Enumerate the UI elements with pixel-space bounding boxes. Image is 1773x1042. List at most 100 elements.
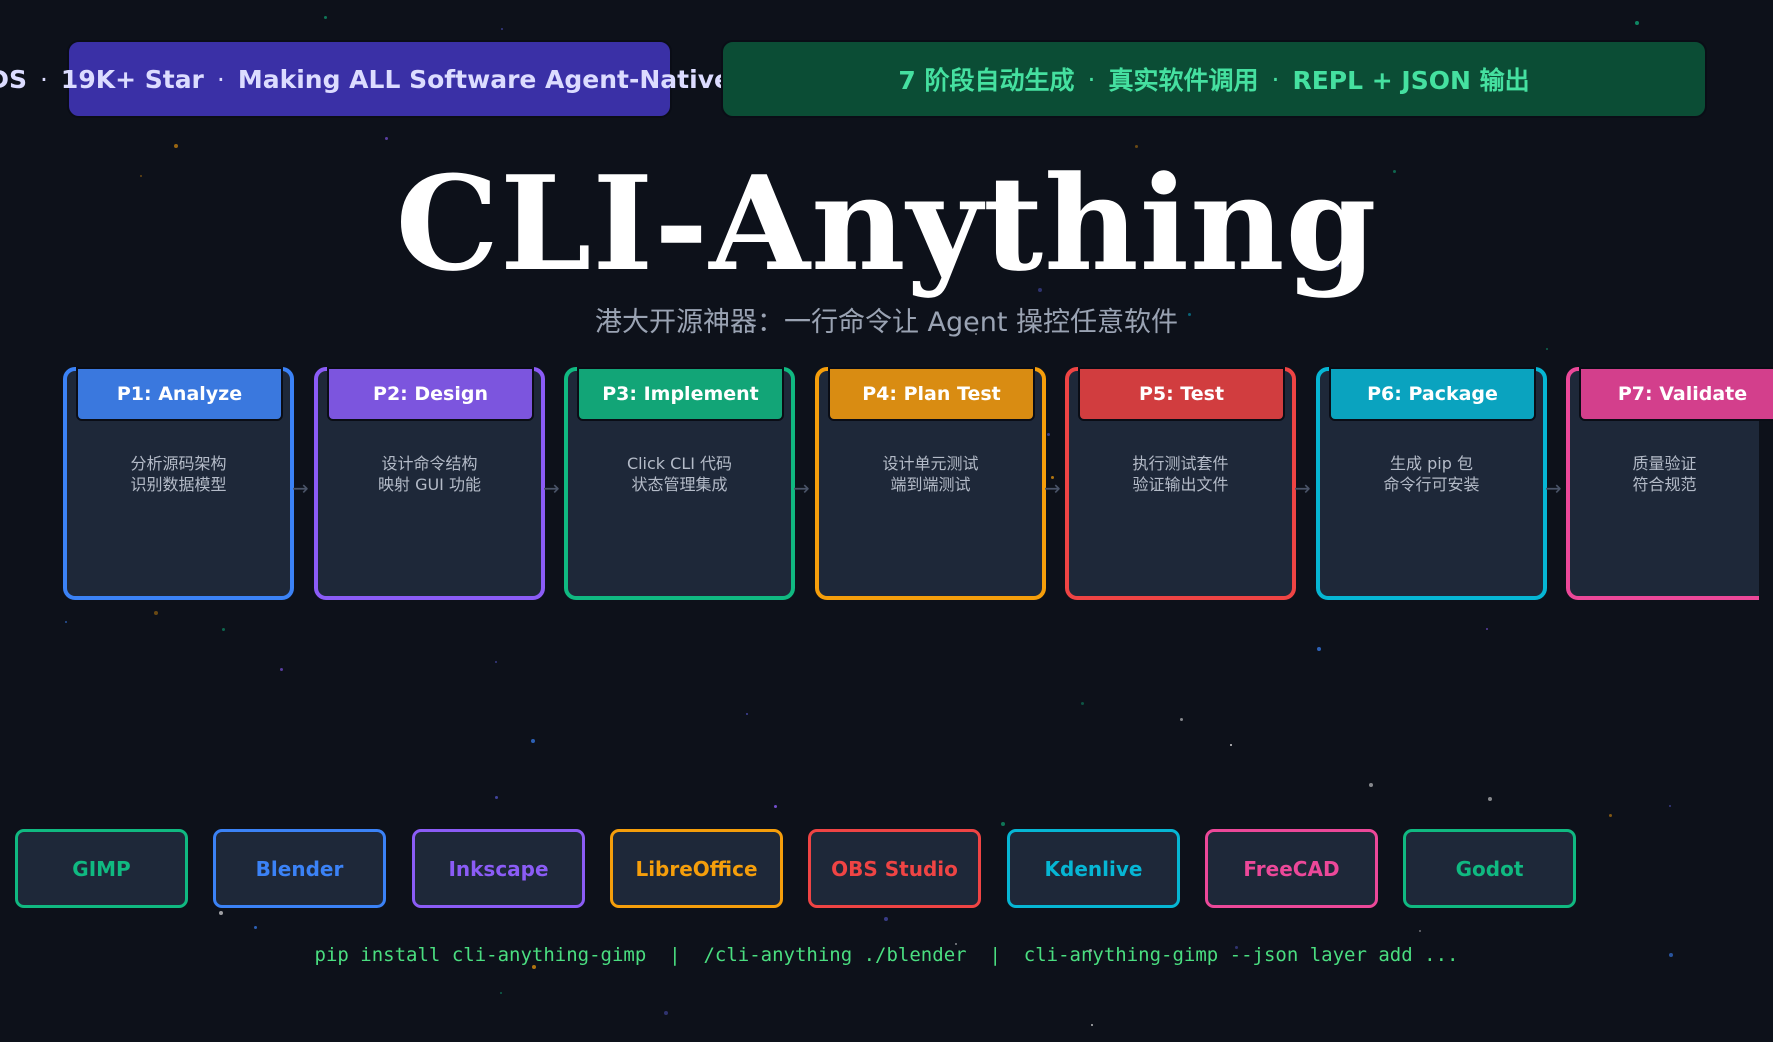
- background-dot: [1080, 701, 1084, 705]
- background-dot: [884, 917, 888, 921]
- background-dot: [975, 333, 977, 335]
- background-dot: [1635, 21, 1639, 25]
- phase-description: 设计单元测试端到端测试: [819, 453, 1042, 495]
- phase-title: P7: Validate: [1579, 367, 1773, 421]
- background-dot: [1230, 744, 1232, 746]
- background-dot: [1546, 348, 1548, 350]
- phase-desc-line: 分析源码架构: [130, 454, 227, 473]
- background-dot: [154, 611, 158, 615]
- app-chip: Kdenlive: [1007, 829, 1180, 908]
- background-dot: [664, 1011, 668, 1015]
- background-dot: [323, 15, 327, 19]
- badge-left-sep: ·: [39, 64, 48, 94]
- background-dot: [773, 804, 777, 808]
- phase-desc-line: Click CLI 代码: [626, 454, 733, 473]
- background-dot: [384, 136, 388, 140]
- phase-description: 执行测试套件验证输出文件: [1069, 453, 1292, 495]
- flow-arrow-icon: →: [543, 476, 560, 500]
- phase-desc-line: 设计单元测试: [882, 454, 979, 473]
- badge-right-item: 7 阶段自动生成: [898, 66, 1075, 95]
- phase-desc-line: 状态管理集成: [631, 475, 728, 494]
- background-dot: [955, 943, 957, 945]
- phase-title: P6: Package: [1329, 367, 1536, 421]
- phase-title: P2: Design: [327, 367, 534, 421]
- phase-desc-line: 符合规范: [1632, 475, 1697, 494]
- phase-desc-line: 验证输出文件: [1132, 475, 1229, 494]
- phase-title: P3: Implement: [577, 367, 784, 421]
- background-dot: [1369, 783, 1373, 787]
- phase-title: P5: Test: [1078, 367, 1285, 421]
- background-dot: [1608, 813, 1612, 817]
- background-dot: [1317, 647, 1321, 651]
- flow-arrow-icon: →: [793, 476, 810, 500]
- badge-left-org: HKUDS: [0, 64, 27, 94]
- phase-description: 设计命令结构映射 GUI 功能: [318, 453, 541, 495]
- background-dot: [494, 795, 498, 799]
- badge-left-stars: 19K+ Star: [60, 64, 204, 94]
- phase-card: P2: Design 设计命令结构映射 GUI 功能: [314, 367, 545, 600]
- background-dot: [1050, 475, 1054, 479]
- command-line: pip install cli-anything-gimp | /cli-any…: [314, 944, 1459, 966]
- background-dot: [495, 661, 497, 663]
- badge-left-tagline: Making ALL Software Agent-Native: [237, 64, 731, 94]
- flow-arrow-icon: →: [1294, 476, 1311, 500]
- background-dot: [1038, 288, 1042, 292]
- phase-desc-line: 映射 GUI 功能: [377, 475, 481, 494]
- phase-description: 分析源码架构识别数据模型: [67, 453, 290, 495]
- app-chip: FreeCAD: [1205, 829, 1378, 908]
- subtitle: 港大开源神器：一行命令让 Agent 操控任意软件: [594, 307, 1179, 338]
- badge-right: 7 阶段自动生成 · 真实软件调用 · REPL + JSON 输出: [721, 40, 1707, 118]
- flow-arrow-icon: →: [1044, 476, 1061, 500]
- main-title: CLI-Anything: [395, 147, 1378, 300]
- background-dot: [65, 621, 67, 623]
- app-chip: Godot: [1403, 829, 1576, 908]
- phase-description: Click CLI 代码状态管理集成: [568, 453, 791, 495]
- phase-card: P1: Analyze 分析源码架构识别数据模型: [63, 367, 294, 600]
- background-dot: [1134, 144, 1138, 148]
- badge-right-sep: ·: [1087, 64, 1096, 94]
- background-dot: [221, 627, 225, 631]
- background-dot: [1488, 797, 1492, 801]
- background-dot: [1179, 717, 1183, 721]
- app-chip: OBS Studio: [808, 829, 981, 908]
- phase-desc-line: 执行测试套件: [1132, 454, 1229, 473]
- background-dot: [1335, 263, 1339, 267]
- background-dot: [531, 739, 535, 743]
- phase-title: P1: Analyze: [76, 367, 283, 421]
- phase-desc-line: 生成 pip 包: [1390, 454, 1473, 473]
- background-dot: [140, 175, 142, 177]
- app-chip: LibreOffice: [610, 829, 783, 908]
- background-dot: [532, 965, 536, 969]
- badge-right-item: REPL + JSON 输出: [1292, 66, 1530, 95]
- phase-desc-line: 识别数据模型: [130, 475, 227, 494]
- background-dot: [1088, 948, 1092, 952]
- badge-left: HKUDS·19K+ Star·Making ALL Software Agen…: [0, 40, 731, 118]
- background-dot: [1669, 953, 1673, 957]
- background-dot: [1669, 805, 1671, 807]
- badge-right-item: 真实软件调用: [1108, 66, 1259, 95]
- background-dot: [1234, 945, 1238, 949]
- phase-card: P6: Package 生成 pip 包命令行可安装: [1316, 367, 1547, 600]
- flow-arrow-icon: →: [1545, 476, 1562, 500]
- phase-card: P4: Plan Test 设计单元测试端到端测试: [815, 367, 1046, 600]
- background-dot: [501, 28, 503, 30]
- background-dot: [1187, 312, 1191, 316]
- phase-desc-line: 命令行可安装: [1383, 475, 1480, 494]
- badge-right-sep: ·: [1271, 64, 1280, 94]
- background-dot: [253, 925, 257, 929]
- background-dot: [1001, 822, 1005, 826]
- flow-arrow-icon: →: [292, 476, 309, 500]
- phase-description: 质量验证符合规范: [1570, 453, 1759, 495]
- phase-card: P7: Validate 质量验证符合规范: [1566, 367, 1773, 600]
- phase-card: P5: Test 执行测试套件验证输出文件: [1065, 367, 1296, 600]
- phase-description: 生成 pip 包命令行可安装: [1320, 453, 1543, 495]
- app-chip: Blender: [213, 829, 386, 908]
- background-dot: [1091, 1024, 1093, 1026]
- phase-desc-line: 端到端测试: [890, 475, 971, 494]
- phase-title: P4: Plan Test: [828, 367, 1035, 421]
- background-dot: [219, 911, 223, 915]
- phase-desc-line: 质量验证: [1632, 454, 1697, 473]
- phase-desc-line: 设计命令结构: [381, 454, 478, 473]
- background-dot: [174, 144, 178, 148]
